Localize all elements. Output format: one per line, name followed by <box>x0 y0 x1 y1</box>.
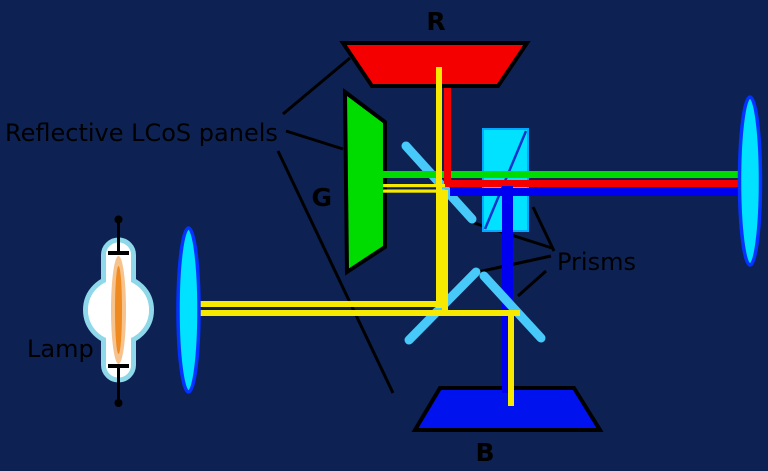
lamp-beam-lower <box>199 310 520 316</box>
caption-lamp: Lamp <box>27 335 94 363</box>
caption-prisms: Prisms <box>557 248 636 276</box>
yellow-beam-vertical-return <box>442 190 448 316</box>
lamp-bulb <box>83 215 154 407</box>
leader-line-to-green-panel <box>285 129 344 151</box>
leader-line-to-red-panel <box>282 56 351 116</box>
yellow-beam-to-green-panel-lower <box>383 189 445 193</box>
lamp-beam-upper <box>199 301 442 307</box>
condenser-lens <box>176 226 201 394</box>
green-beam-horizontal <box>383 171 741 178</box>
leader-line-to-lower-right-splitter <box>517 269 547 298</box>
lower-right-beam-splitter <box>479 271 546 343</box>
blue-beam-vertical <box>502 186 513 393</box>
lamp-filament-arc <box>115 266 122 354</box>
blue-beam-horizontal <box>450 188 741 196</box>
leader-line-to-blue-panel <box>276 150 395 394</box>
yellow-beam-to-blue-panel <box>508 311 514 406</box>
lamp-electrodes <box>108 215 129 407</box>
red-beam-vertical <box>444 88 451 184</box>
projection-lens <box>737 95 763 267</box>
yellow-beam-to-green-panel-upper <box>383 184 445 188</box>
caption-reflective-lcos-panels: Reflective LCoS panels <box>5 119 278 147</box>
yellow-beam-to-red-panel <box>436 67 442 308</box>
red-lcos-panel <box>339 41 531 88</box>
red-beam-horizontal <box>444 180 741 187</box>
label-red-panel: R <box>426 7 445 36</box>
leader-line-to-lower-splitter-apex <box>477 254 552 274</box>
label-green-panel: G <box>311 183 332 212</box>
leader-line-to-prism <box>531 206 556 252</box>
label-blue-panel: B <box>475 438 494 467</box>
green-lcos-panel <box>342 87 387 276</box>
blue-lcos-panel <box>411 386 604 432</box>
